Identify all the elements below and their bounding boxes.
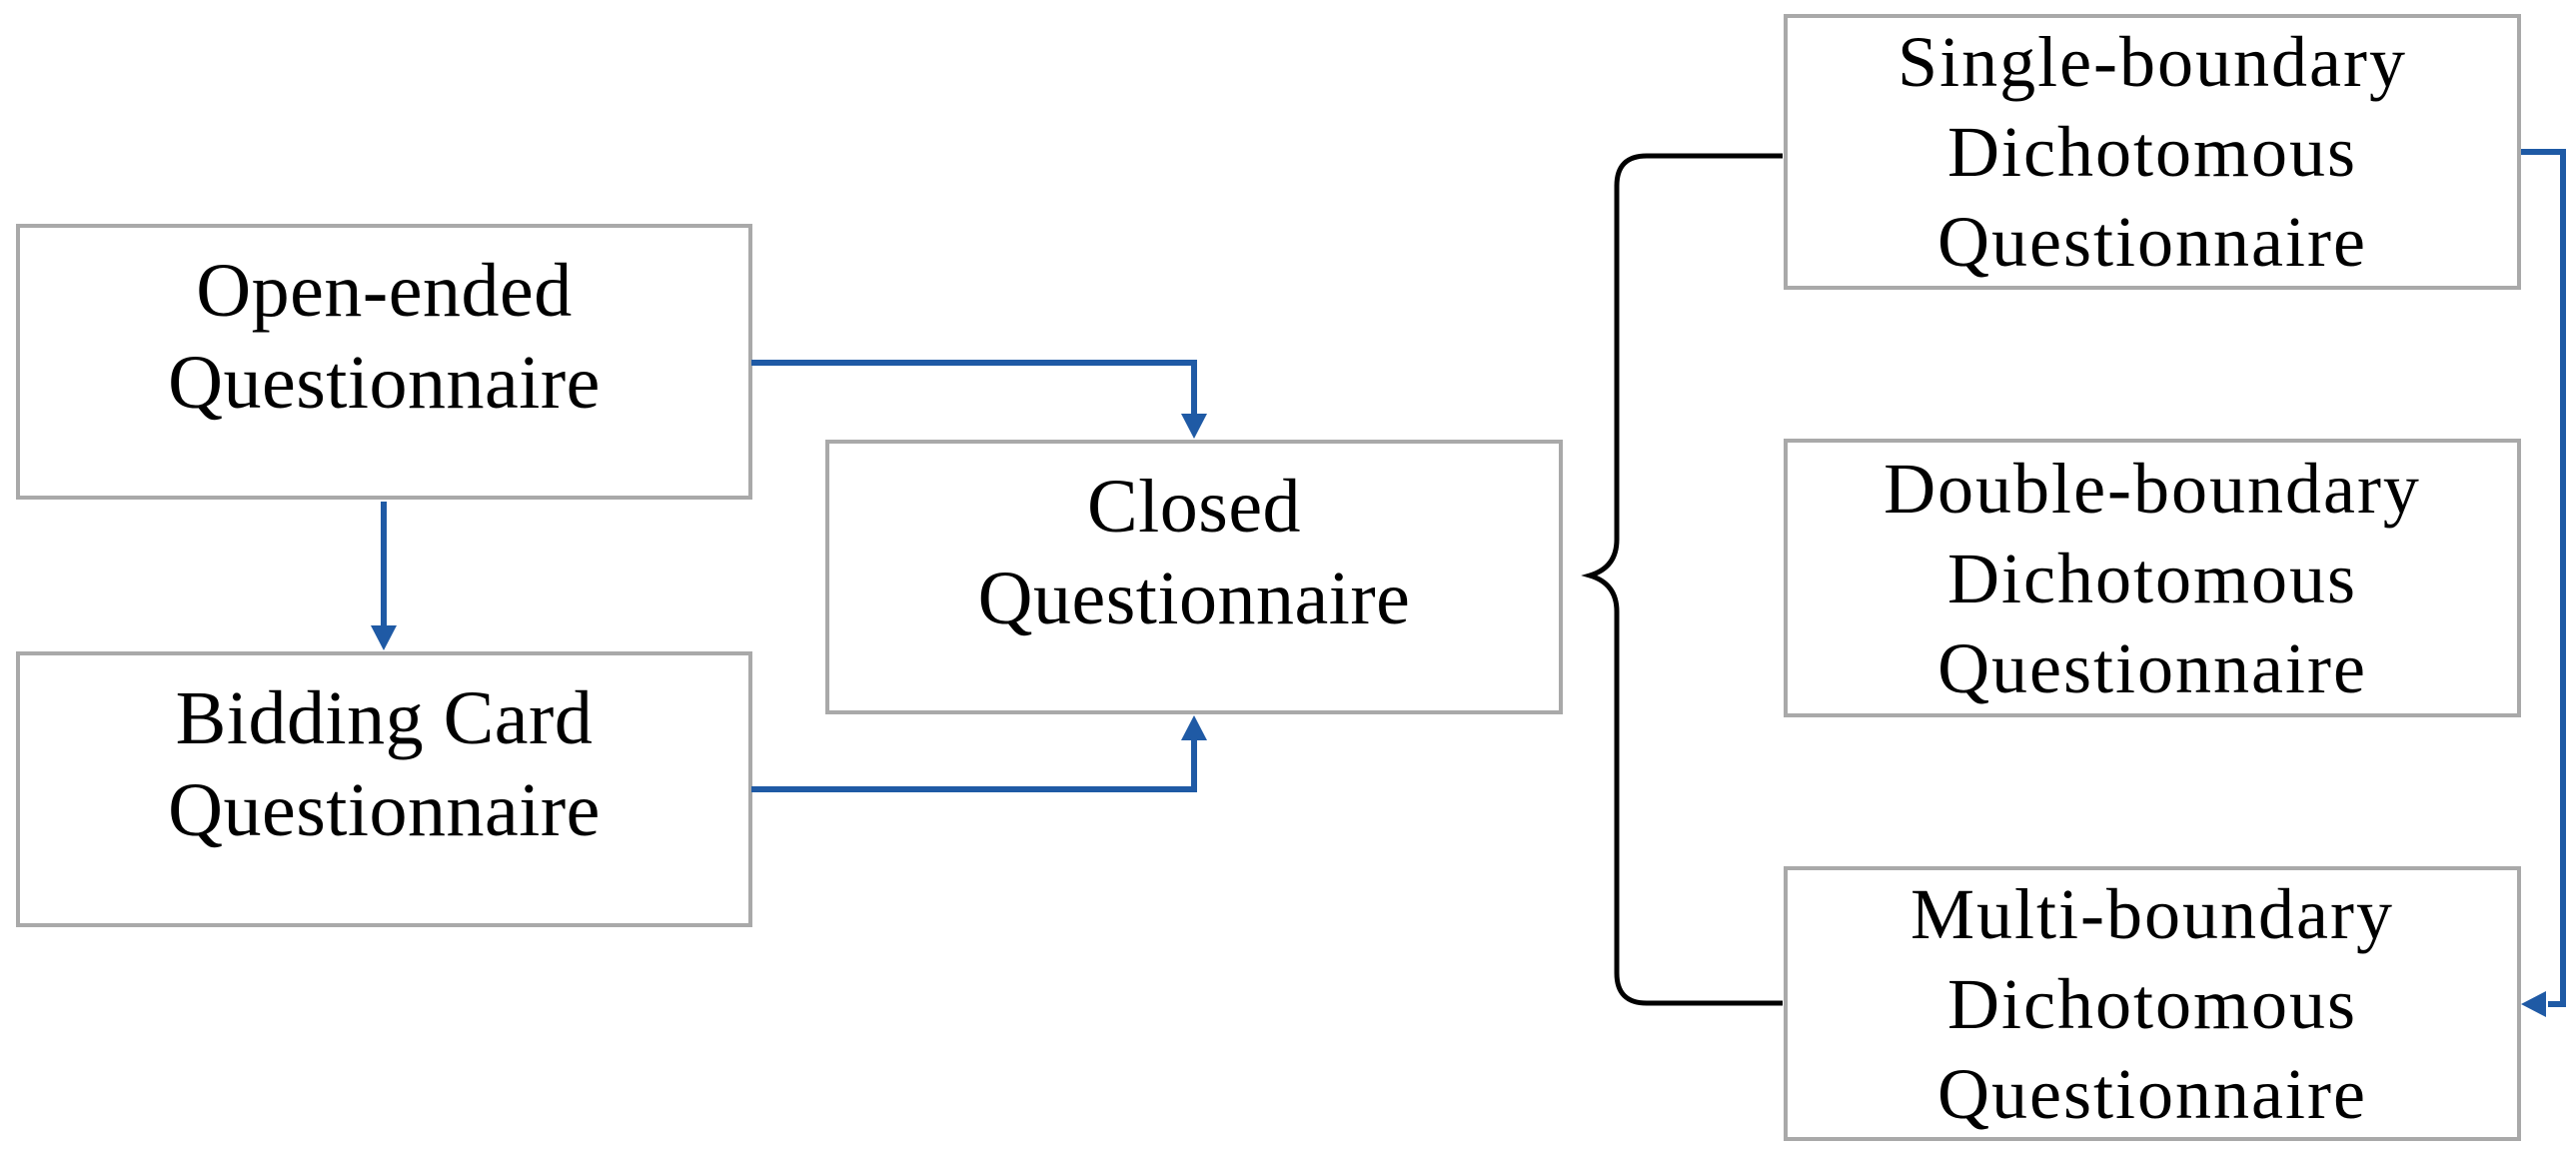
node-open-ended-questionnaire: Open-ended Questionnaire — [16, 224, 752, 500]
node-single-boundary-dichotomous-questionnaire: Single-boundary Dichotomous Questionnair… — [1784, 14, 2521, 290]
node-closed-questionnaire: Closed Questionnaire — [825, 440, 1563, 714]
arrow-open-ended-to-closed — [751, 360, 1207, 439]
node-label-single-boundary: Single-boundary Dichotomous Questionnair… — [1898, 22, 2407, 282]
arrow-bidding-card-to-closed — [751, 715, 1207, 792]
arrowhead-down-icon — [1181, 414, 1207, 439]
arrow-single-boundary-to-multi-boundary — [2521, 149, 2566, 1017]
arrow-shaft — [2521, 149, 2566, 1007]
node-label-multi-boundary: Multi-boundary Dichotomous Questionnaire — [1911, 873, 2394, 1134]
arrow-open-ended-to-bidding-card — [371, 502, 397, 650]
arrowhead-left-icon — [2521, 991, 2546, 1017]
node-label-closed: Closed Questionnaire — [977, 464, 1411, 640]
arrowhead-up-icon — [1181, 715, 1207, 740]
node-label-bidding-card: Bidding Card Questionnaire — [168, 676, 601, 852]
node-multi-boundary-dichotomous-questionnaire: Multi-boundary Dichotomous Questionnaire — [1784, 866, 2521, 1141]
node-bidding-card-questionnaire: Bidding Card Questionnaire — [16, 651, 752, 927]
node-double-boundary-dichotomous-questionnaire: Double-boundary Dichotomous Questionnair… — [1784, 439, 2521, 717]
node-label-double-boundary: Double-boundary Dichotomous Questionnair… — [1884, 448, 2421, 708]
arrow-shaft — [751, 360, 1197, 416]
node-label-open-ended: Open-ended Questionnaire — [168, 249, 601, 425]
arrowhead-down-icon — [371, 625, 397, 650]
arrow-shaft — [751, 738, 1197, 792]
curly-brace-icon — [1581, 153, 1783, 1006]
